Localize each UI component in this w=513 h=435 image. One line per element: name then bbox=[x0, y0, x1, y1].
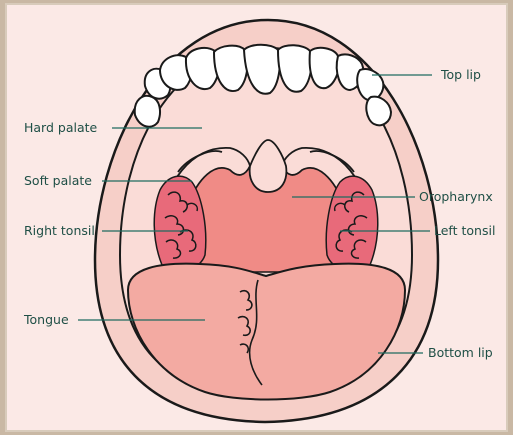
label-top-lip: Top lip bbox=[440, 67, 481, 82]
label-right-tonsil: Right tonsil bbox=[24, 223, 95, 238]
label-left-tonsil: Left tonsil bbox=[434, 223, 495, 238]
label-bottom-lip: Bottom lip bbox=[428, 345, 493, 360]
label-hard-palate: Hard palate bbox=[24, 120, 98, 135]
label-soft-palate: Soft palate bbox=[24, 173, 92, 188]
label-oropharynx: Oropharynx bbox=[419, 189, 493, 204]
label-tongue: Tongue bbox=[23, 312, 69, 327]
